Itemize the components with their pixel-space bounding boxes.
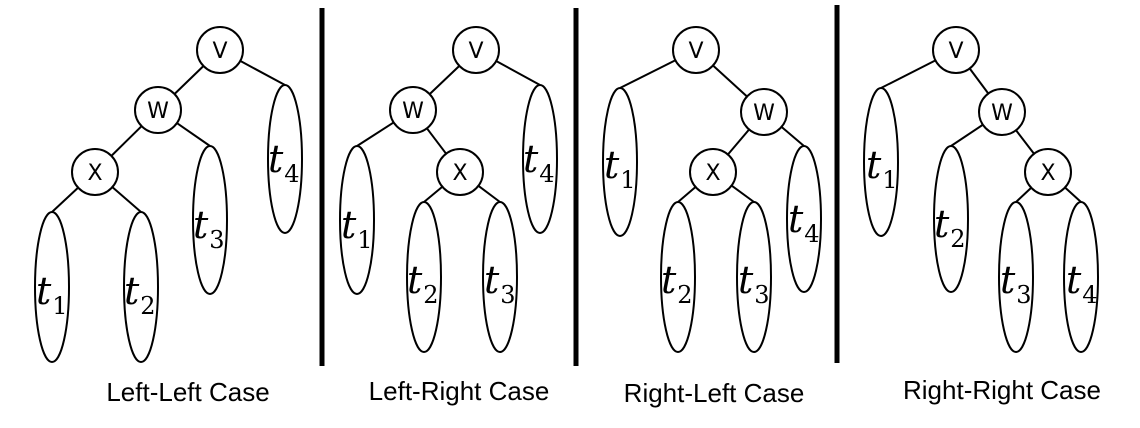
left-left-node-label-w: W (147, 99, 169, 124)
right-left-subtree-label-t2: t2 (661, 258, 693, 309)
right-left-subtree-label-t3: t3 (738, 258, 770, 309)
left-right-node-label-v: V (468, 39, 483, 64)
right-left-subtree-label-t4: t4 (788, 197, 820, 248)
left-right-subtree-label-t2: t2 (407, 258, 439, 309)
left-right-node-x (436, 148, 484, 196)
right-right-edge-v-w (968, 67, 990, 95)
left-left-edge-w-x (110, 125, 143, 157)
right-left-node-x (689, 148, 737, 196)
left-left-subtree-label-t1: t1 (36, 269, 68, 320)
left-right-edge-x-t2 (423, 185, 443, 203)
right-right-node-label-v: V (948, 39, 963, 64)
left-right-edge-v-w (428, 65, 461, 95)
left-right-subtree-label-t4: t4 (523, 137, 555, 188)
left-right-edge-x-t3 (477, 185, 501, 203)
right-left-subtree-t3 (736, 201, 772, 353)
left-right-node-w (389, 86, 437, 134)
left-left-subtree-label-t2: t2 (124, 269, 156, 320)
right-right-subtree-t2 (933, 145, 969, 293)
left-left-node-w (134, 86, 182, 134)
right-right-subtree-label-t3: t3 (1000, 258, 1032, 309)
right-right-edge-x-t3 (1015, 187, 1032, 203)
right-right-subtree-t4 (1063, 201, 1099, 353)
right-left-case-caption: Right-Left Case (624, 378, 805, 408)
right-left-subtree-label-t1: t1 (604, 143, 636, 194)
left-left-case-caption: Left-Left Case (106, 377, 269, 407)
right-left-edge-v-w (712, 64, 748, 98)
right-right-edge-x-t4 (1064, 186, 1082, 203)
right-right-subtree-t3 (998, 201, 1034, 353)
right-right-subtree-t1 (863, 87, 899, 237)
right-right-node-x (1024, 148, 1072, 196)
left-right-edge-v-t4 (495, 60, 541, 86)
left-left-node-label-x: X (87, 161, 102, 186)
right-right-case-caption: Right-Right Case (903, 375, 1101, 405)
left-left-subtree-label-t3: t3 (193, 203, 225, 254)
right-left-edge-v-t1 (619, 59, 676, 89)
left-right-edge-w-t1 (356, 121, 395, 147)
left-right-subtree-label-t3: t3 (484, 258, 516, 309)
left-right-node-label-x: X (452, 161, 467, 186)
right-left-edge-x-t3 (730, 184, 755, 203)
left-left-node-x (71, 148, 119, 196)
left-left-subtree-t3 (192, 145, 228, 295)
right-right-node-label-x: X (1040, 161, 1055, 186)
left-right-subtree-t2 (406, 201, 442, 353)
left-right-subtree-t3 (482, 201, 518, 353)
left-left-subtree-label-t4: t4 (268, 137, 300, 188)
right-right-node-v (932, 26, 980, 74)
right-left-subtree-t1 (602, 87, 638, 237)
right-right-subtree-label-t2: t2 (934, 202, 966, 253)
right-left-node-w (740, 88, 788, 136)
right-left-node-label-v: V (688, 39, 703, 64)
left-left-subtree-t4 (267, 84, 303, 234)
left-right-node-v (452, 26, 500, 74)
left-left-edge-v-w (173, 65, 205, 95)
left-left-edge-v-t4 (239, 60, 286, 86)
right-right-subtree-label-t4: t4 (1066, 258, 1098, 309)
right-right-edge-w-t2 (950, 123, 984, 147)
left-right-case-caption: Left-Right Case (369, 376, 550, 406)
left-left-node-label-v: V (212, 39, 227, 64)
right-left-subtree-t4 (786, 145, 822, 293)
right-left-subtree-t2 (660, 201, 696, 353)
left-left-edge-x-t1 (51, 186, 79, 213)
right-right-node-label-w: W (991, 101, 1013, 126)
right-right-edge-w-x (1015, 129, 1035, 155)
left-left-subtree-t1 (34, 211, 70, 363)
right-left-edge-w-t4 (780, 126, 805, 147)
left-left-node-v (196, 26, 244, 74)
right-right-edge-v-t1 (880, 59, 936, 89)
left-right-edge-w-x (426, 127, 447, 155)
left-right-node-label-w: W (402, 99, 424, 124)
right-left-node-label-x: X (705, 161, 720, 186)
left-right-subtree-t4 (522, 84, 558, 234)
right-right-subtree-label-t1: t1 (866, 143, 898, 194)
right-left-edge-x-t2 (677, 186, 697, 203)
right-left-edge-w-x (727, 128, 750, 156)
left-left-edge-x-t2 (111, 186, 142, 213)
left-right-subtree-t1 (339, 145, 375, 295)
right-right-node-w (978, 88, 1026, 136)
left-right-subtree-label-t1: t1 (341, 203, 373, 254)
left-left-edge-w-t3 (176, 122, 211, 147)
left-left-subtree-t2 (123, 211, 159, 363)
right-left-node-v (672, 26, 720, 74)
right-left-node-label-w: W (753, 101, 775, 126)
